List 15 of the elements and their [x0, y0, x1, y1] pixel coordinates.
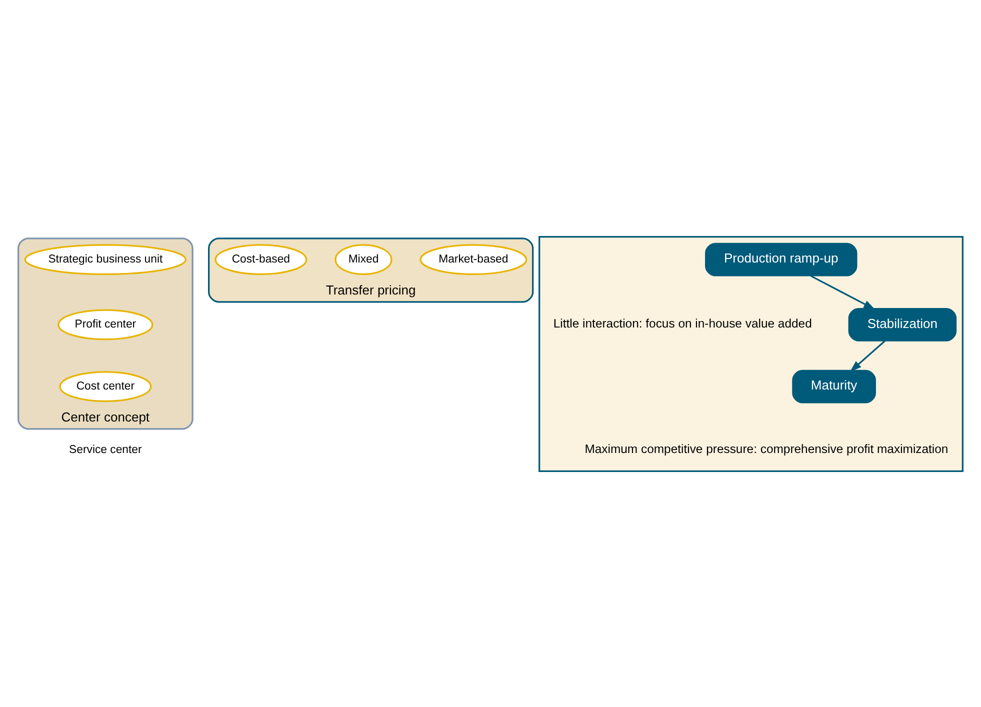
- node-ellipse: Market-based: [420, 244, 528, 275]
- arrow: [850, 340, 886, 372]
- node-box: Stabilization: [848, 308, 957, 341]
- node-box: Maturity: [792, 369, 876, 403]
- node-box: Production ramp-up: [705, 242, 858, 276]
- node-ellipse: Cost center: [59, 370, 152, 402]
- node-ellipse: Mixed: [334, 244, 392, 275]
- node-ellipse: Strategic business unit: [24, 244, 186, 275]
- node-ellipse: Profit center: [58, 308, 154, 340]
- node-ellipse: Cost-based: [214, 244, 308, 275]
- arrow: [810, 274, 876, 310]
- cluster: [538, 235, 964, 472]
- node-label: Little interaction: focus on in-house value added: [553, 316, 812, 330]
- node-label: Maximum competitive pressure: comprehensive profit maximization: [584, 441, 948, 456]
- label: Service center: [69, 444, 142, 456]
